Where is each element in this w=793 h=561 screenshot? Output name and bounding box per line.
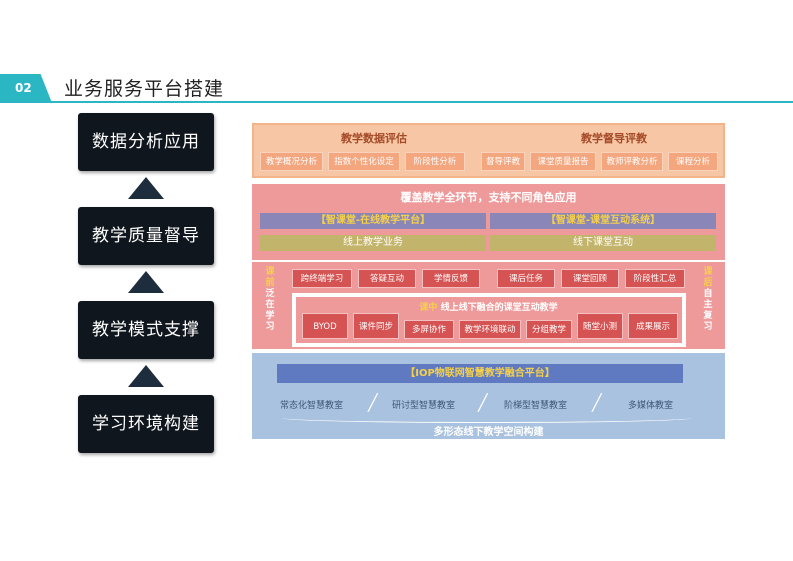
header-divider — [0, 101, 793, 103]
section-number-badge: 02 — [0, 74, 52, 103]
space-construction-caption: 多形态线下教学空间构建 — [433, 427, 544, 438]
item-chip: 跨终端学习 — [292, 269, 352, 288]
iot-platform-panel: 【IOP物联网智慧教学融合平台】 常态化智慧教室 ╱ 研讨型智慧教室 ╱ 阶梯型… — [252, 353, 725, 439]
item-chip: 成果展示 — [628, 313, 678, 339]
item-chip: 课件同步 — [353, 313, 399, 339]
item-chip: 阶段性分析 — [405, 152, 465, 171]
classroom-type: 多媒体教室 — [628, 401, 674, 411]
iot-platform-band: 【IOP物联网智慧教学融合平台】 — [277, 364, 683, 383]
classroom-type: 常态化智慧教室 — [280, 401, 344, 411]
item-chip: 教学概况分析 — [260, 152, 323, 171]
up-arrow-icon — [128, 365, 164, 387]
offline-interaction-band: 线下课堂互动 — [490, 235, 716, 251]
item-chip: 课后任务 — [497, 269, 555, 288]
item-chip: 教师评教分析 — [601, 152, 663, 171]
post-class-text: 自主复习 — [703, 289, 713, 332]
item-chip: 随堂小测 — [577, 313, 623, 339]
item-chip: 课堂质量报告 — [530, 152, 596, 171]
item-chip: 多屏协作 — [404, 320, 454, 339]
divider-slash: ╱ — [592, 393, 602, 412]
item-chip: 学情反馈 — [422, 269, 480, 288]
item-chip: 课程分析 — [668, 152, 718, 171]
section-title-supervision: 教学督导评教 — [581, 132, 647, 145]
classroom-type: 研讨型智慧教室 — [392, 401, 456, 411]
divider-slash: ╱ — [478, 393, 488, 412]
post-class-label: 课后 自主复习 — [700, 267, 716, 333]
item-chip: 答疑互动 — [358, 269, 416, 288]
coverage-title: 覆盖教学全环节，支持不同角色应用 — [400, 191, 577, 204]
data-evaluation-panel: 教学数据评估 教学督导评教 教学概况分析 指数个性化设定 阶段性分析 督导评教 … — [252, 123, 725, 178]
classroom-system-band: 【智课堂-课堂互动系统】 — [490, 213, 716, 229]
layer-box-data-analysis: 数据分析应用 — [78, 113, 214, 171]
up-arrow-icon — [128, 177, 164, 199]
item-chip: 阶段性汇总 — [625, 269, 685, 288]
brace-arc — [282, 413, 692, 423]
in-class-text: 线上线下融合的课堂互动教学 — [440, 303, 558, 313]
pre-class-text: 泛在学习 — [265, 289, 275, 332]
layer-box-teaching-mode: 教学模式支撑 — [78, 301, 214, 359]
layer-box-learning-environment: 学习环境构建 — [78, 395, 214, 453]
item-chip: 督导评教 — [481, 152, 525, 171]
in-class-accent: 课中 — [419, 303, 438, 313]
pre-class-label: 课前 泛在学习 — [262, 267, 278, 333]
in-class-title: 课中 线上线下融合的课堂互动教学 — [252, 300, 725, 313]
section-title-data-eval: 教学数据评估 — [341, 132, 407, 145]
item-chip: 指数个性化设定 — [328, 152, 400, 171]
online-platform-band: 【智课堂-在线教学平台】 — [260, 213, 486, 229]
page-title: 业务服务平台搭建 — [64, 78, 225, 100]
layer-box-quality-supervision: 教学质量督导 — [78, 207, 214, 265]
teaching-flow-panel: 课前 泛在学习 课后 自主复习 跨终端学习 答疑互动 学情反馈 课后任务 课堂回… — [252, 262, 725, 349]
post-class-accent: 课后 — [703, 267, 713, 288]
platform-coverage-panel: 覆盖教学全环节，支持不同角色应用 【智课堂-在线教学平台】 【智课堂-课堂互动系… — [252, 184, 725, 260]
item-chip: 分组教学 — [526, 320, 572, 339]
pre-class-accent: 课前 — [265, 267, 275, 288]
up-arrow-icon — [128, 271, 164, 293]
item-chip: 课堂回顾 — [561, 269, 619, 288]
item-chip: BYOD — [302, 313, 348, 339]
online-business-band: 线上教学业务 — [260, 235, 486, 251]
item-chip: 教学环境联动 — [459, 320, 521, 339]
classroom-type: 阶梯型智慧教室 — [504, 401, 568, 411]
divider-slash: ╱ — [368, 393, 378, 412]
